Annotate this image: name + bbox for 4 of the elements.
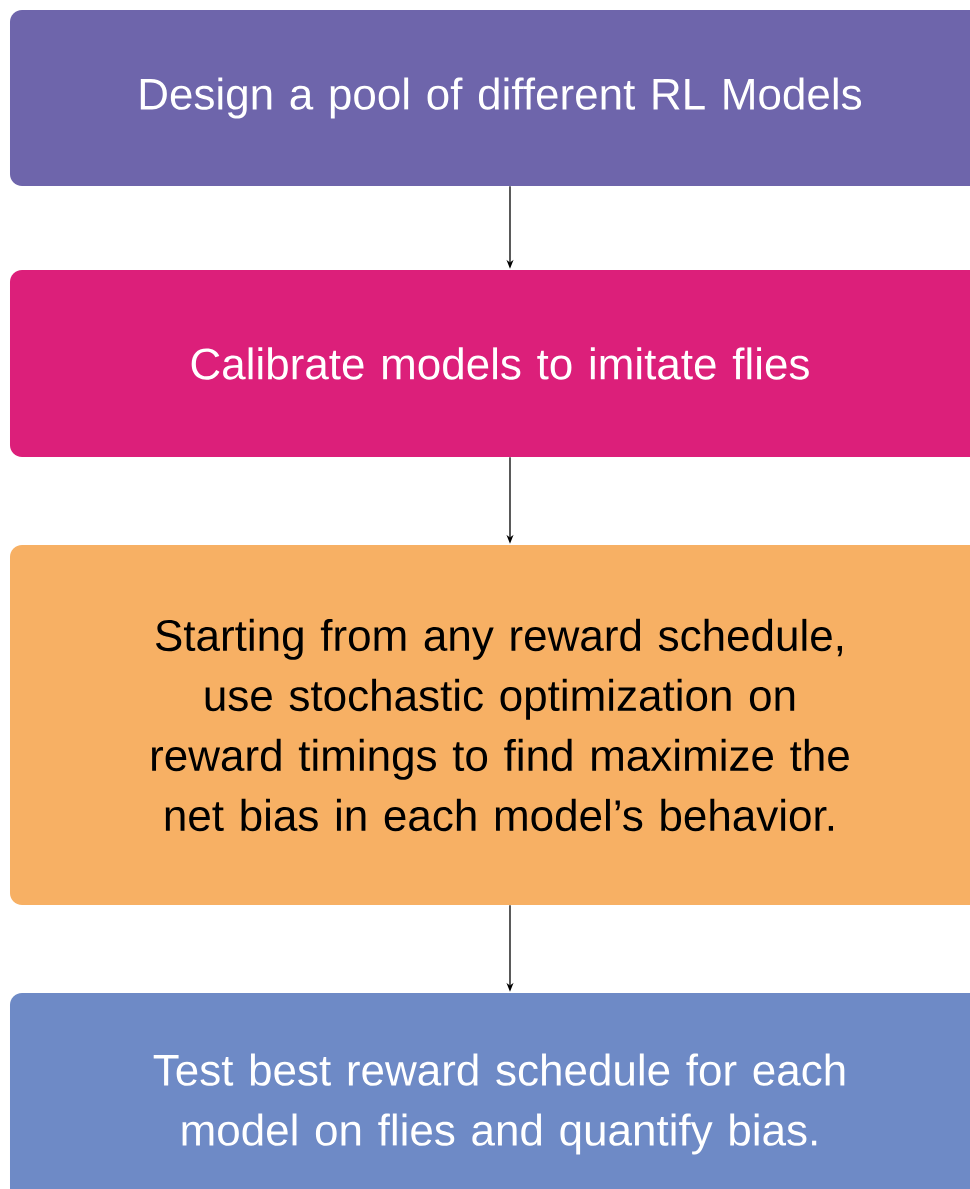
process-box: Starting from any reward schedule, use stochastic optimization on reward timings to find maximize the net bias in each model’s behavior. — [10, 545, 970, 905]
process-box: Test best reward schedule for each model on flies and quantify bias. — [10, 993, 970, 1189]
process-box: Design a pool of different RL Models — [10, 10, 970, 186]
process-box: Calibrate models to imitate flies — [10, 270, 970, 457]
